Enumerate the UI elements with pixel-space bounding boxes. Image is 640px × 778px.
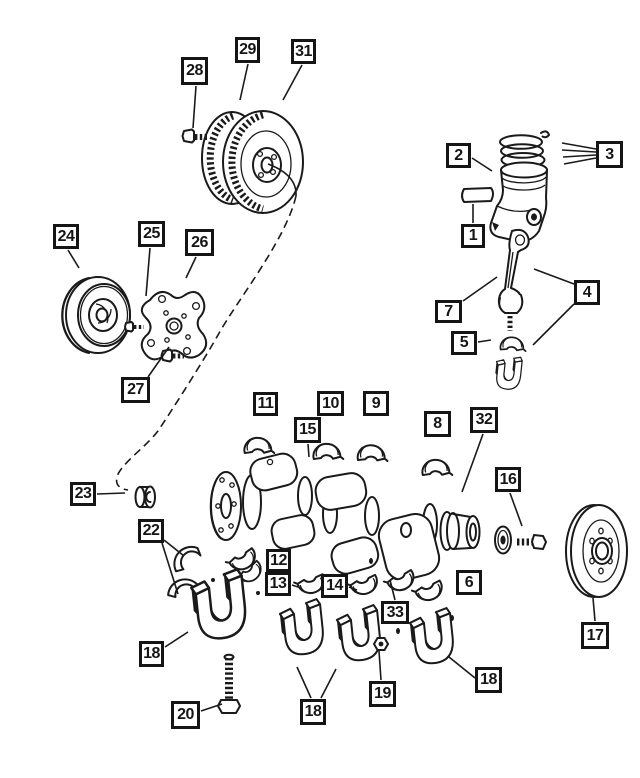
- leader-line-26-15: [185, 256, 197, 279]
- leader-line-3-4: [561, 142, 597, 150]
- callout-box-7[interactable]: 7: [435, 300, 462, 323]
- leader-line-17-26: [592, 597, 596, 622]
- leader-line-4-10: [533, 268, 575, 285]
- callout-box-24[interactable]: 24: [53, 224, 79, 249]
- callout-box-19[interactable]: 19: [369, 681, 396, 707]
- leader-line-18c-29: [296, 666, 312, 699]
- leader-line-18a-27: [164, 631, 189, 648]
- callout-box-9[interactable]: 9: [363, 391, 389, 416]
- leader-line-pilot-curve-solid-33: [267, 163, 297, 197]
- callout-box-18a[interactable]: 18: [139, 641, 164, 667]
- crank-bolt-washer-drawing: [494, 525, 547, 555]
- leader-line-25-14: [145, 247, 151, 297]
- callout-box-31[interactable]: 31: [291, 39, 316, 64]
- callout-box-1[interactable]: 1: [461, 224, 485, 248]
- callout-box-14[interactable]: 14: [321, 574, 348, 598]
- leader-line-27-16: [147, 346, 170, 378]
- leader-line-28-0: [192, 85, 197, 129]
- leader-line-13-23: [291, 584, 299, 588]
- callout-box-26[interactable]: 26: [185, 229, 214, 256]
- connecting-rod-drawing: [497, 228, 530, 331]
- leader-line-32-18: [461, 433, 484, 493]
- leader-line-3-5: [561, 149, 597, 153]
- leader-line-24-13: [67, 249, 80, 269]
- leader-line-29-1: [239, 63, 249, 101]
- callout-box-2[interactable]: 2: [446, 143, 471, 168]
- callout-box-22[interactable]: 22: [138, 519, 164, 543]
- flange-bolt-drawing: [124, 321, 184, 363]
- leader-line-3-6: [562, 154, 597, 158]
- leader-line-23-20: [96, 492, 126, 495]
- leader-line-3-7: [563, 157, 597, 165]
- callout-box-4[interactable]: 4: [574, 280, 600, 305]
- pulley-drawing: [61, 276, 131, 354]
- piston-drawing: [489, 161, 548, 243]
- callout-box-11[interactable]: 11: [253, 392, 278, 416]
- flywheel-bolt-drawing: [181, 128, 208, 144]
- callout-box-16[interactable]: 16: [495, 467, 521, 492]
- callout-box-10[interactable]: 10: [317, 391, 344, 416]
- callout-box-8[interactable]: 8: [424, 411, 451, 437]
- leader-line-pilot-curve-dashed-34: [115, 195, 297, 491]
- callout-box-12[interactable]: 12: [266, 549, 291, 572]
- leader-line-22-21: [163, 539, 185, 557]
- piston-pin-drawing: [461, 187, 494, 203]
- callout-box-28[interactable]: 28: [181, 57, 208, 85]
- leader-line-33-25: [389, 579, 396, 601]
- leader-line-7-9: [462, 276, 498, 302]
- leader-line-2-3: [471, 157, 493, 172]
- callout-box-18b[interactable]: 18: [475, 667, 502, 693]
- crank-flange-drawing: [140, 290, 208, 361]
- callout-box-23[interactable]: 23: [70, 482, 96, 506]
- callout-box-29[interactable]: 29: [235, 37, 260, 63]
- leader-line-16-19: [509, 492, 523, 527]
- speck-dots: [211, 558, 454, 634]
- callout-box-15[interactable]: 15: [294, 417, 321, 443]
- callout-box-27[interactable]: 27: [121, 377, 150, 403]
- leader-lines: [67, 63, 597, 712]
- leader-line-31-2: [282, 64, 303, 101]
- callout-box-20[interactable]: 20: [171, 701, 200, 729]
- leader-line-18c-30: [320, 668, 337, 699]
- leader-line-14-24: [348, 586, 358, 591]
- callout-box-13[interactable]: 13: [265, 572, 291, 596]
- leader-line-19-31: [378, 650, 382, 681]
- callout-box-17[interactable]: 17: [581, 622, 609, 649]
- leader-line-4-11: [532, 303, 575, 346]
- callout-box-5[interactable]: 5: [451, 331, 477, 355]
- piston-rings-drawing: [499, 130, 550, 168]
- nut-drawing: [373, 637, 389, 651]
- leader-line-5-12: [477, 339, 492, 343]
- callout-box-6[interactable]: 6: [456, 570, 482, 595]
- damper-drawing: [565, 504, 628, 598]
- callout-box-3[interactable]: 3: [596, 141, 623, 168]
- leader-line-18b-28: [448, 656, 476, 679]
- flywheel-drawing: [201, 110, 304, 214]
- leader-line-20-32: [200, 703, 223, 712]
- leader-line-22-22: [161, 542, 179, 595]
- crankshaft-drawing: [209, 452, 481, 582]
- callout-box-18c[interactable]: 18: [300, 699, 326, 725]
- leader-line-15-17: [307, 443, 310, 458]
- pilot-bushing-drawing: [134, 485, 156, 509]
- callout-box-25[interactable]: 25: [138, 221, 165, 247]
- callout-box-32[interactable]: 32: [470, 407, 498, 433]
- callout-box-33[interactable]: 33: [381, 601, 409, 624]
